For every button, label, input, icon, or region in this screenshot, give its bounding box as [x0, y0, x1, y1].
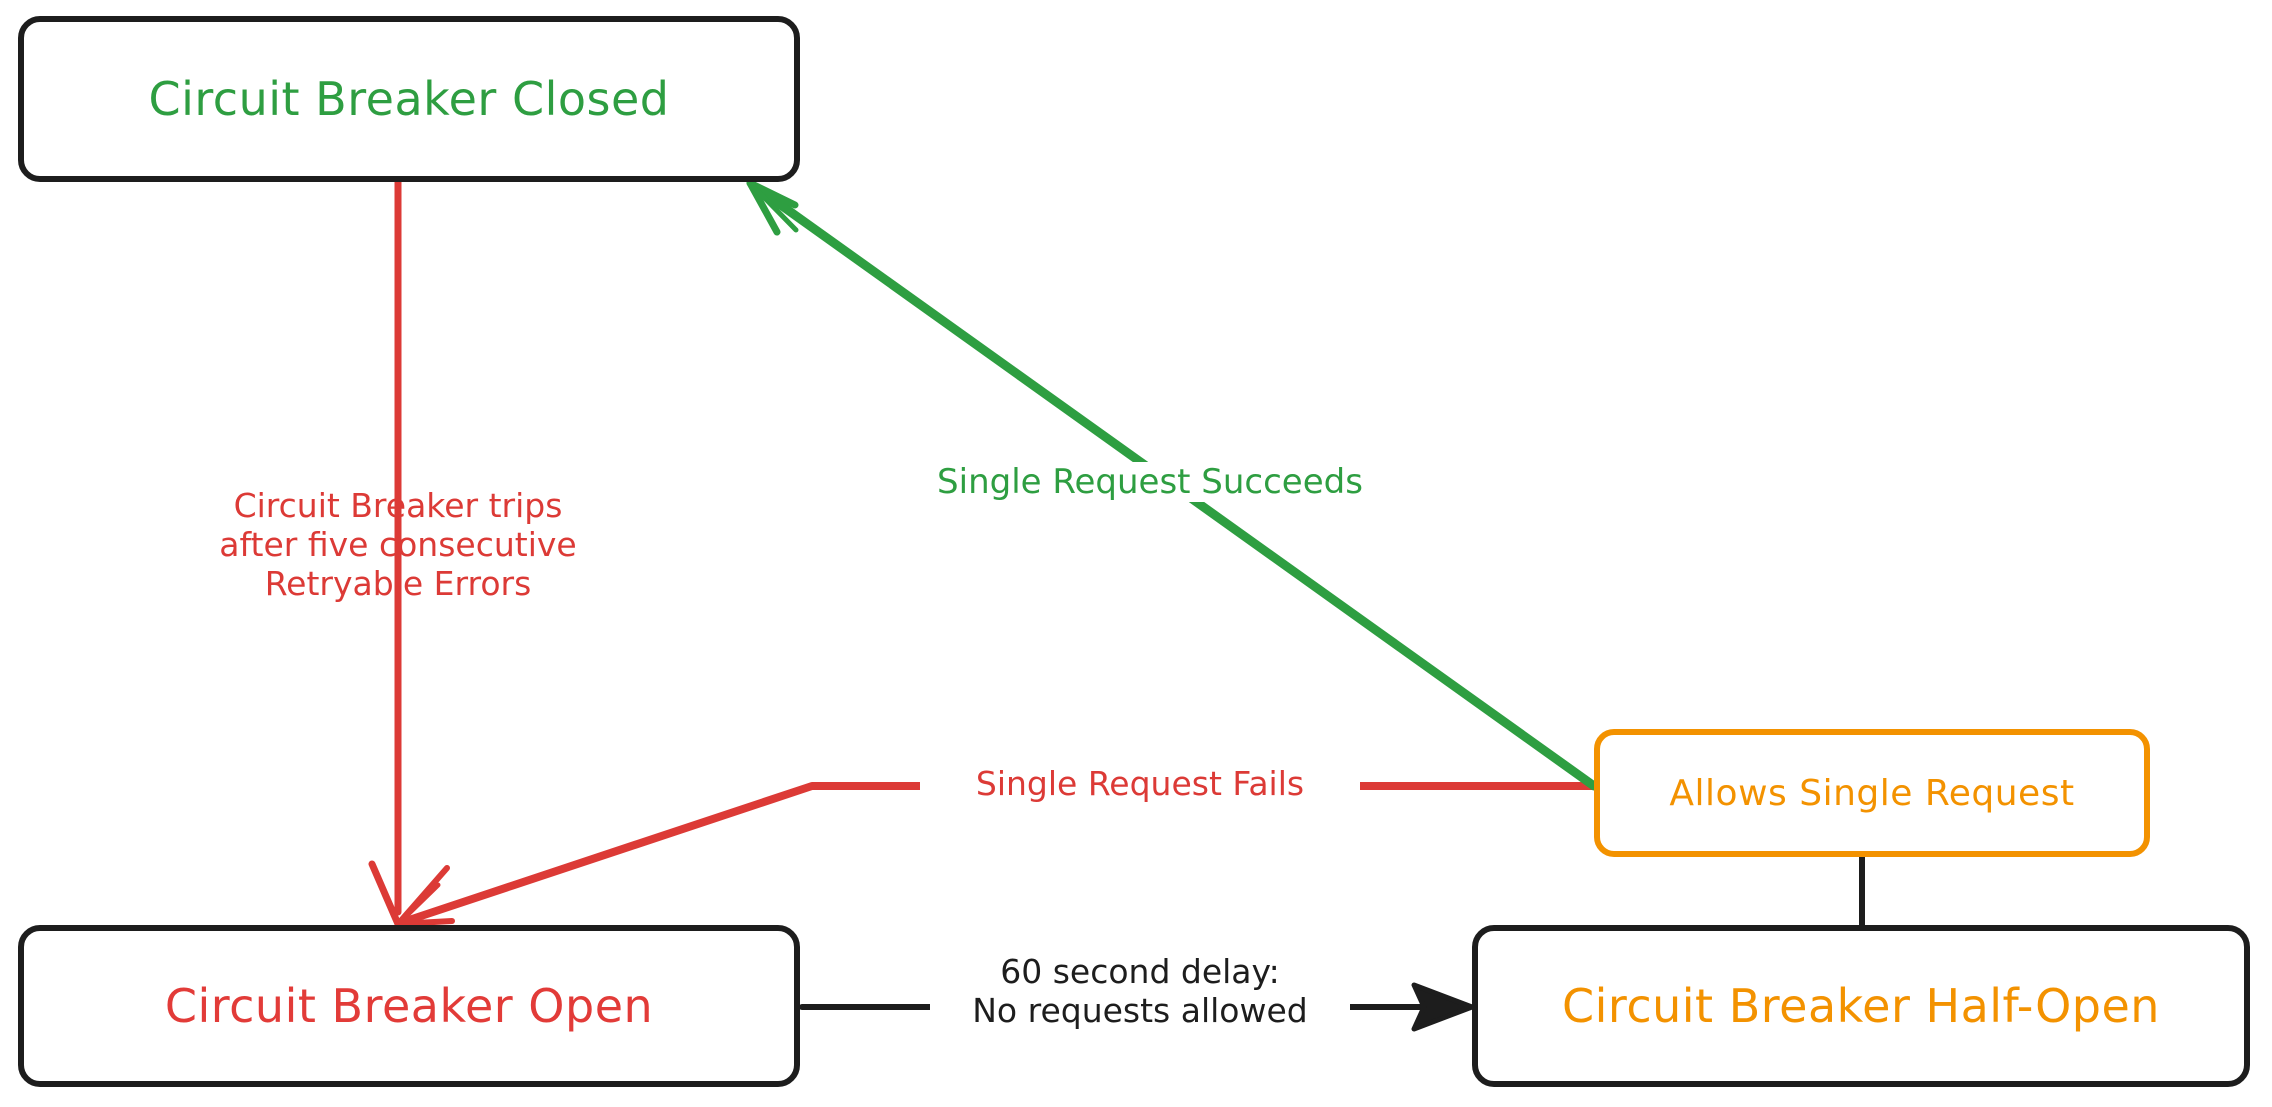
edge-label-allows-to-open: Single Request Fails	[920, 764, 1360, 804]
edge-label-line: No requests allowed	[930, 991, 1350, 1031]
node-circuit-breaker-closed[interactable]: Circuit Breaker Closed	[18, 16, 800, 182]
edge-label-allows-to-closed: Single Request Succeeds	[900, 462, 1400, 503]
edge-label-line: Single Request Fails	[920, 764, 1360, 804]
edge-label-line: after five consecutive	[219, 524, 577, 564]
edge-label-line: Circuit Breaker trips	[233, 486, 563, 525]
node-label-closed: Circuit Breaker Closed	[148, 72, 670, 126]
node-circuit-breaker-open[interactable]: Circuit Breaker Open	[18, 925, 800, 1087]
edge-label-line: Single Request Succeeds	[900, 462, 1400, 503]
node-allows-single-request[interactable]: Allows Single Request	[1594, 729, 2150, 857]
edge-label-open-to-half-open: 60 second delay: No requests allowed	[930, 952, 1350, 1031]
node-label-allows-single-request: Allows Single Request	[1669, 772, 2075, 814]
node-label-half-open: Circuit Breaker Half-Open	[1562, 979, 2160, 1033]
edge-label-line: 60 second delay:	[930, 952, 1350, 992]
node-label-open: Circuit Breaker Open	[164, 979, 654, 1033]
node-circuit-breaker-half-open[interactable]: Circuit Breaker Half-Open	[1472, 925, 2250, 1087]
edge-allows-to-open	[396, 782, 1598, 927]
edge-label-closed-to-open: Circuit Breaker trips after five consecu…	[178, 486, 618, 604]
edge-label-line: Retryable Errors	[264, 563, 532, 603]
